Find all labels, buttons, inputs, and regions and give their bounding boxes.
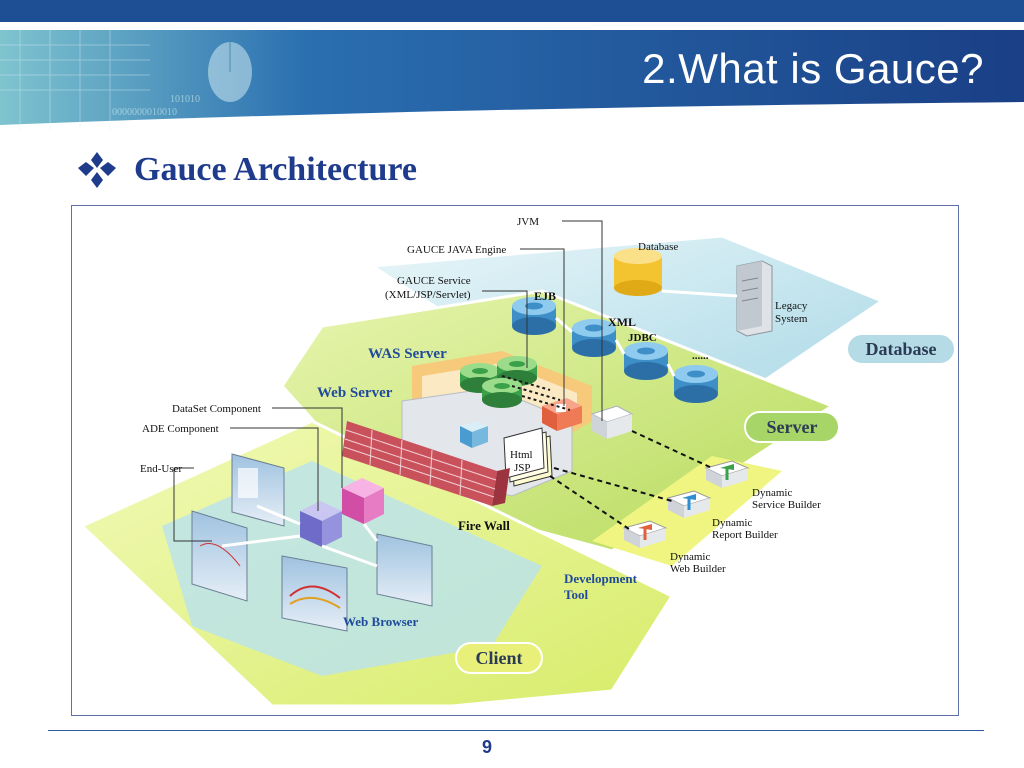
mouse-icon bbox=[208, 42, 252, 102]
client-badge-label: Client bbox=[476, 648, 523, 668]
architecture-diagram: JVM GAUCE JAVA Engine GAUCE Service (XML… bbox=[71, 205, 959, 716]
label-dyn-report-line1: Dynamic bbox=[712, 517, 752, 529]
legacy-server-icon bbox=[736, 260, 773, 337]
gauce-engine-cube bbox=[542, 398, 582, 431]
browser-screen-2 bbox=[191, 510, 248, 602]
label-dyn-service-line2: Service Builder bbox=[752, 499, 821, 511]
label-xml: XML bbox=[608, 315, 636, 329]
database-badge: Database bbox=[846, 333, 956, 365]
architecture-diagram-svg: JVM GAUCE JAVA Engine GAUCE Service (XML… bbox=[79, 216, 956, 708]
section-heading: Gauce Architecture bbox=[76, 150, 417, 190]
label-dyn-web-line1: Dynamic bbox=[670, 551, 710, 563]
browser-screen-3 bbox=[281, 555, 348, 632]
client-badge: Client bbox=[455, 642, 543, 674]
xml-cylinder bbox=[572, 319, 616, 357]
label-jdbc: JDBC bbox=[628, 332, 657, 344]
slide-title: 2.What is Gauce? bbox=[642, 45, 984, 92]
label-development-line1: Development bbox=[564, 571, 638, 586]
label-ade-component: ADE Component bbox=[142, 423, 219, 435]
service-builder-icon bbox=[704, 460, 750, 488]
server-badge-label: Server bbox=[767, 417, 818, 437]
browser-screen-1 bbox=[231, 453, 285, 527]
label-dataset-component: DataSet Component bbox=[172, 403, 261, 415]
label-web-browser: Web Browser bbox=[343, 614, 418, 629]
label-fire-wall: Fire Wall bbox=[458, 518, 510, 533]
label-ejb: EJB bbox=[534, 289, 556, 303]
binary-decoration: 0000000010010 bbox=[112, 107, 177, 118]
dataset-component-cube bbox=[342, 478, 384, 524]
browser-screen-4 bbox=[376, 533, 433, 607]
jvm-cube bbox=[590, 405, 634, 439]
firewall-icon bbox=[342, 421, 510, 506]
jdbc-cylinder bbox=[624, 342, 668, 380]
server-badge: Server bbox=[744, 411, 840, 443]
label-ellipsis: ...... bbox=[692, 350, 709, 362]
web-builder-icon bbox=[622, 520, 668, 548]
label-web-server: Web Server bbox=[317, 385, 393, 401]
label-dyn-web-line2: Web Builder bbox=[670, 563, 726, 575]
diamond-bullet-icon bbox=[78, 152, 116, 188]
label-legacy-line1: Legacy bbox=[775, 300, 808, 312]
label-database: Database bbox=[638, 241, 678, 253]
label-jsp: JSP bbox=[514, 462, 531, 474]
label-gauce-service-line2: (XML/JSP/Servlet) bbox=[385, 289, 471, 301]
ade-component-cube bbox=[300, 501, 342, 547]
label-end-user: End-User bbox=[140, 463, 182, 475]
label-dyn-service-line1: Dynamic bbox=[752, 487, 792, 499]
ejb-cylinder bbox=[512, 297, 556, 335]
database-badge-label: Database bbox=[866, 339, 937, 359]
page-number: 9 bbox=[481, 737, 492, 757]
label-gauce-java-engine: GAUCE JAVA Engine bbox=[407, 244, 506, 256]
label-gauce-service-line1: GAUCE Service bbox=[397, 275, 471, 287]
label-was-server: WAS Server bbox=[368, 346, 447, 362]
binary-decoration: 101010 bbox=[170, 94, 200, 105]
label-development-line2: Tool bbox=[564, 587, 588, 602]
header-background: 101010 0000000010010 bbox=[0, 0, 1024, 140]
report-builder-icon bbox=[666, 490, 712, 518]
was-jvm-cylinder bbox=[482, 378, 522, 408]
section-title: Gauce Architecture bbox=[134, 151, 417, 188]
label-legacy-line2: System bbox=[775, 313, 808, 325]
database-cylinder bbox=[614, 248, 662, 296]
slide-header: 101010 0000000010010 2.What is Gauce? bbox=[0, 0, 1024, 140]
extra-cylinder bbox=[674, 365, 718, 403]
label-dyn-report-line2: Report Builder bbox=[712, 529, 778, 541]
footer-divider bbox=[48, 730, 984, 731]
label-jvm: JVM bbox=[517, 216, 539, 228]
label-html: Html bbox=[510, 449, 533, 461]
web-server-icon bbox=[460, 421, 488, 448]
